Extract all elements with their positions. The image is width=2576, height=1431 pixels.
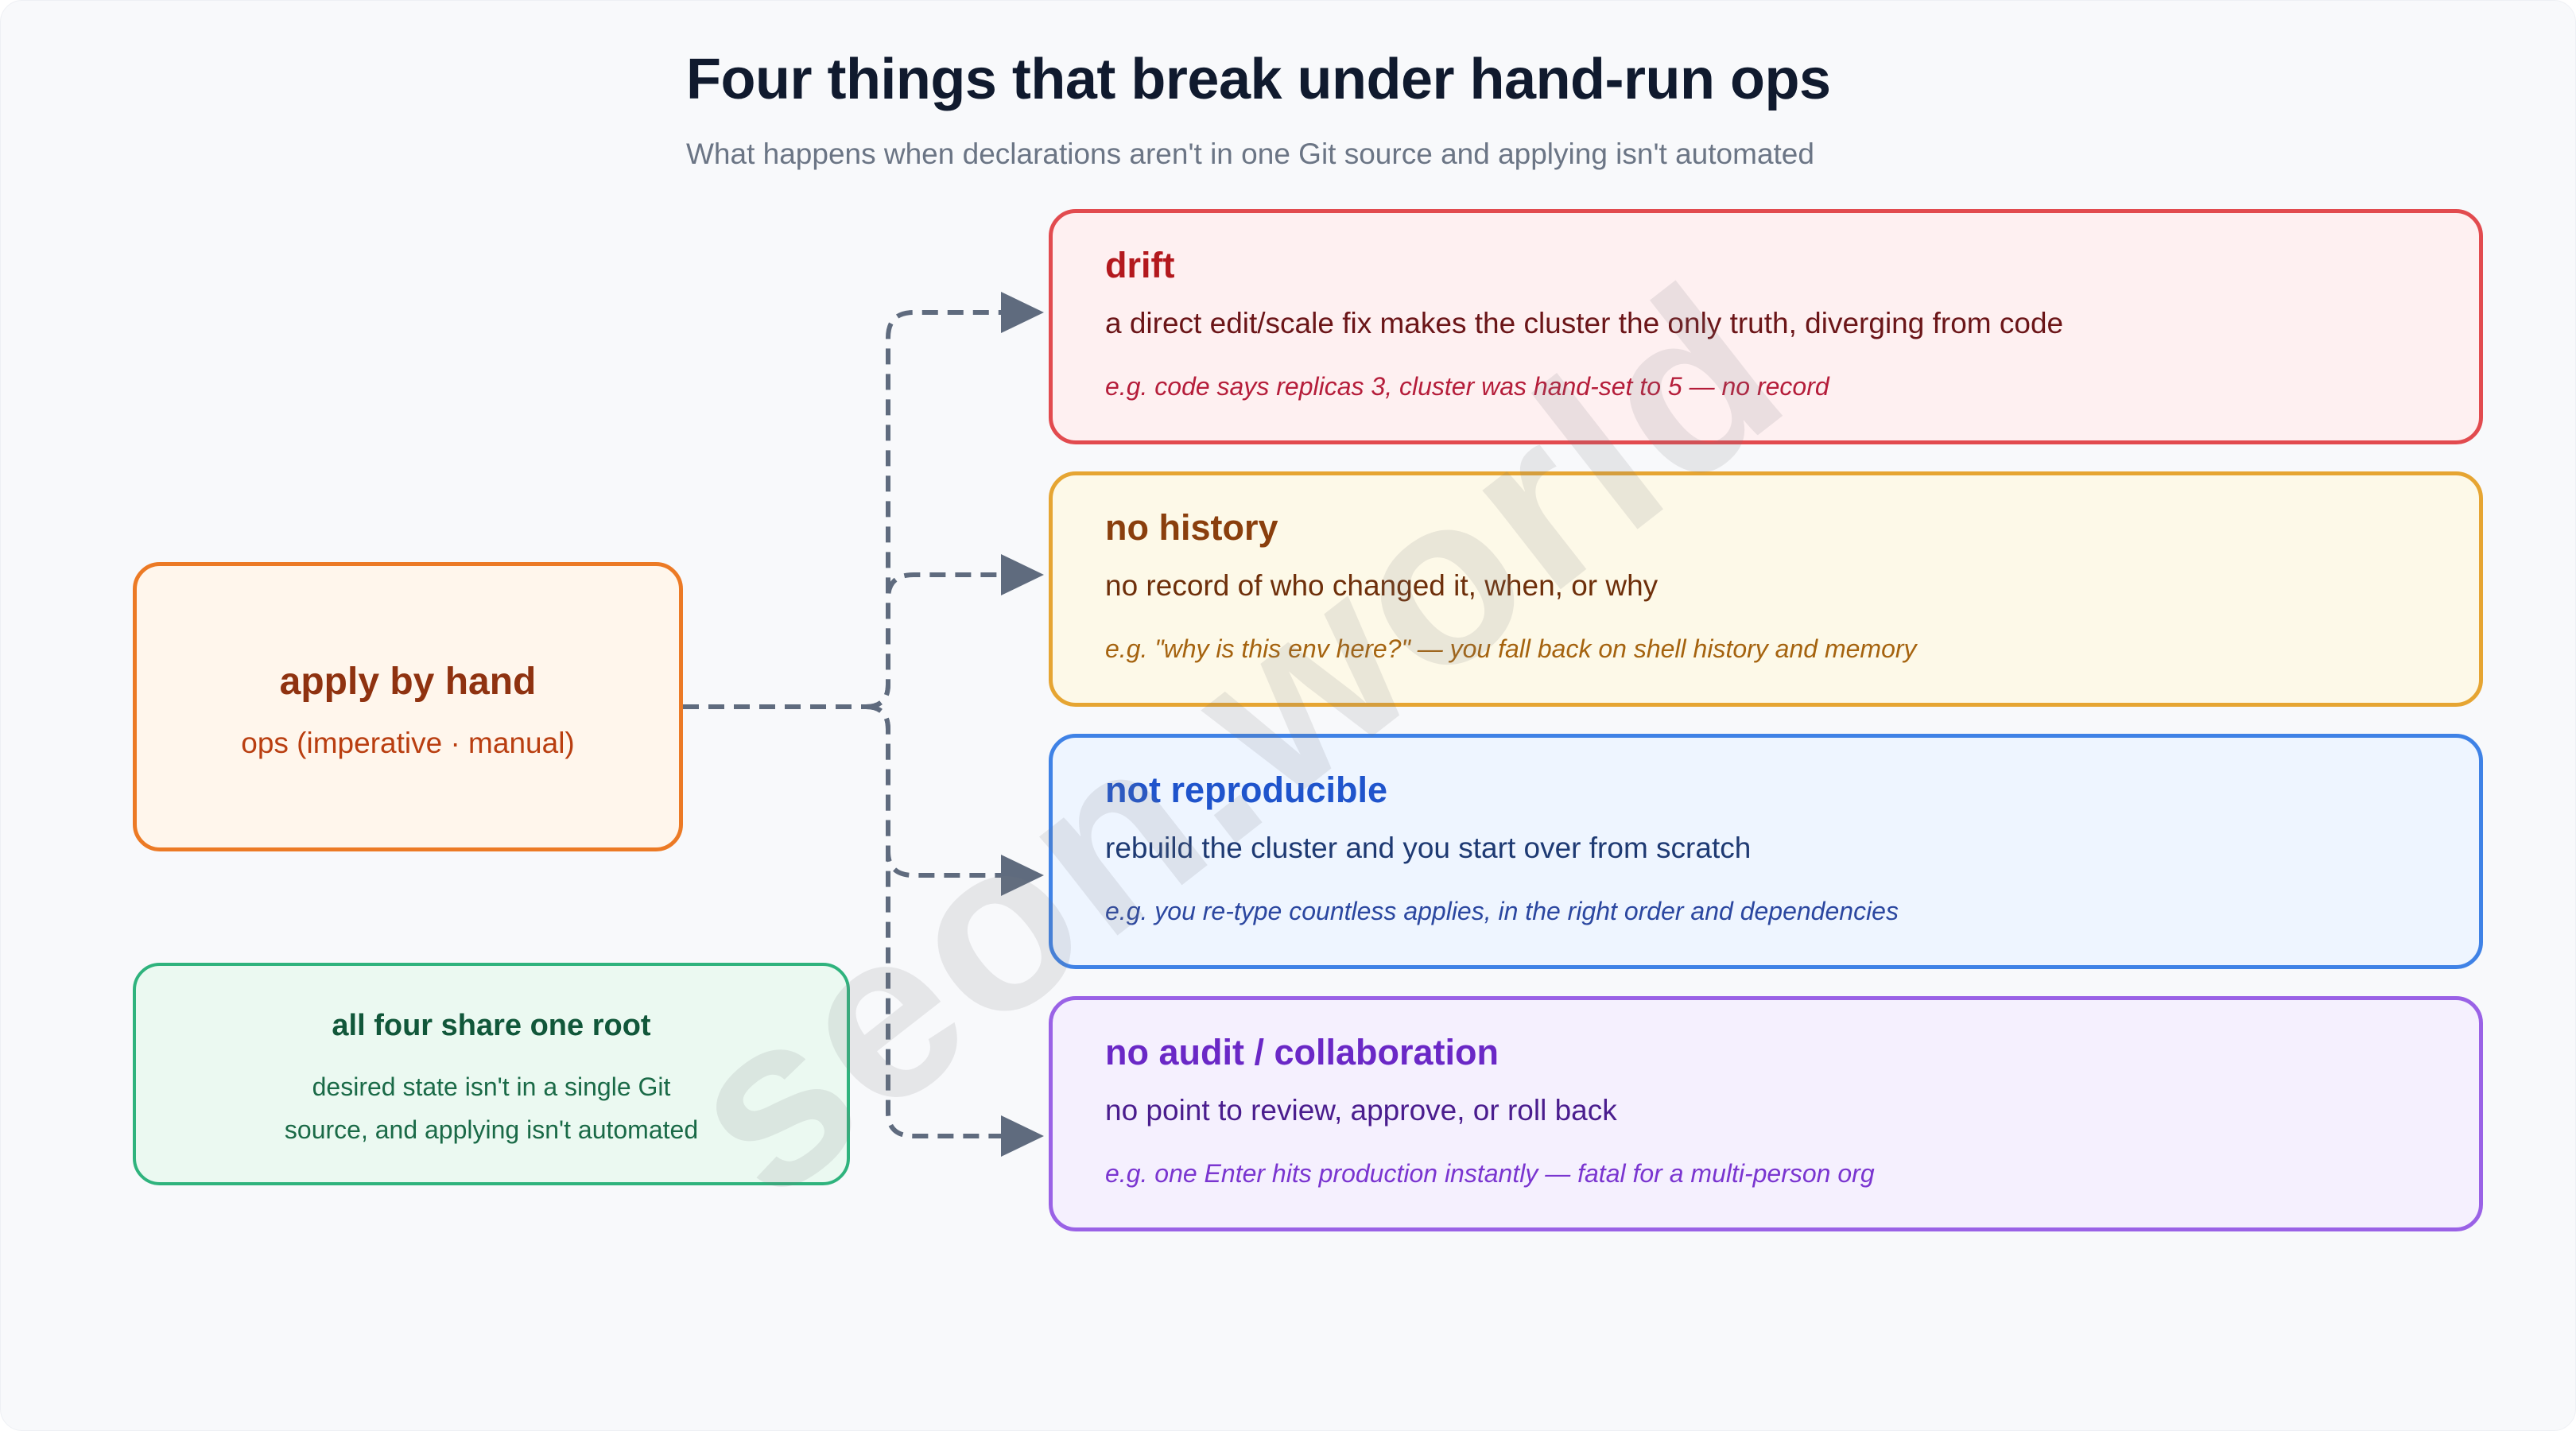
page-title: Four things that break under hand-run op… <box>686 48 1831 111</box>
page-subtitle: What happens when declarations aren't in… <box>686 138 1814 170</box>
root-title: all four share one root <box>332 1009 651 1042</box>
card-example: e.g. you re-type countless applies, in t… <box>1105 897 1899 925</box>
card-title: no history <box>1105 507 1278 548</box>
card-not-reproducible: not reproducible rebuild the cluster and… <box>1049 734 2483 969</box>
card-description: a direct edit/scale fix makes the cluste… <box>1105 307 2064 339</box>
card-example: e.g. "why is this env here?" — you fall … <box>1105 634 1917 663</box>
root-cause-note: all four share one root desired state is… <box>133 963 850 1185</box>
connector-to-history <box>865 572 1004 709</box>
card-title: not reproducible <box>1105 770 1388 810</box>
root-description-line-1: desired state isn't in a single Git <box>312 1072 671 1101</box>
source-node-apply-by-hand: apply by hand ops (imperative · manual) <box>133 562 683 851</box>
connector-to-audit <box>865 704 1004 1138</box>
arrowhead-history <box>1001 554 1044 595</box>
source-title: apply by hand <box>279 661 537 703</box>
arrowhead-drift <box>1001 292 1044 333</box>
connector-to-drift <box>865 310 1004 709</box>
card-title: drift <box>1105 245 1175 285</box>
card-drift: drift a direct edit/scale fix makes the … <box>1049 209 2483 444</box>
card-no-history: no history no record of who changed it, … <box>1049 471 2483 707</box>
card-example: e.g. one Enter hits production instantly… <box>1105 1159 1875 1188</box>
card-title: no audit / collaboration <box>1105 1032 1499 1072</box>
card-example: e.g. code says replicas 3, cluster was h… <box>1105 372 1829 401</box>
arrowhead-audit <box>1001 1115 1044 1157</box>
card-no-audit-collaboration: no audit / collaboration no point to rev… <box>1049 996 2483 1231</box>
card-description: no point to review, approve, or roll bac… <box>1105 1094 1617 1127</box>
card-description: no record of who changed it, when, or wh… <box>1105 569 1658 602</box>
arrowhead-reproducible <box>1001 855 1044 896</box>
root-description-line-2: source, and applying isn't automated <box>284 1115 699 1144</box>
source-subtitle: ops (imperative · manual) <box>241 727 575 759</box>
card-description: rebuild the cluster and you start over f… <box>1105 832 1752 864</box>
